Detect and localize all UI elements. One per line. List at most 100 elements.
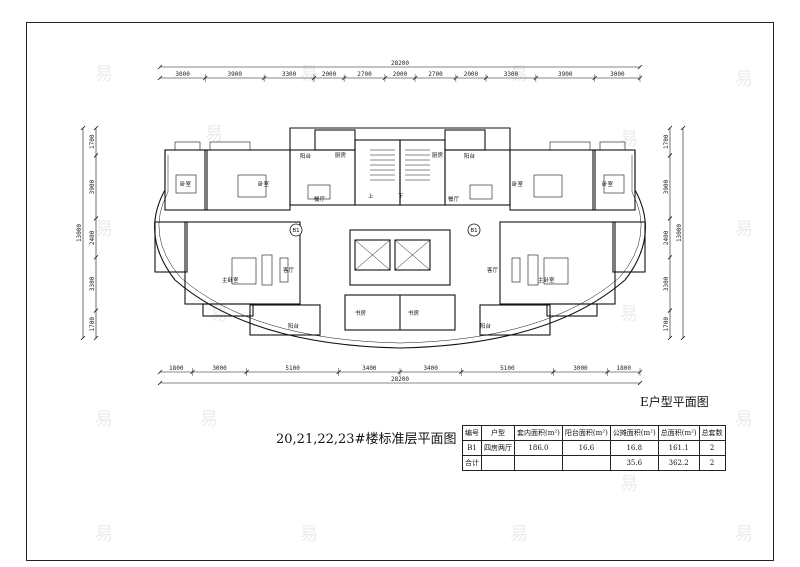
table-cell: 2 bbox=[698, 440, 726, 456]
table-row: 合计 35.6 362.2 2 bbox=[462, 455, 726, 471]
dim-label: 3400 bbox=[423, 365, 438, 372]
dim-label: 1700 bbox=[663, 134, 670, 149]
room-balcony-right: 阳台 bbox=[464, 152, 476, 160]
dim-total-label: 28200 bbox=[391, 376, 409, 383]
plan-title: 20,21,22,23#楼标准层平面图 bbox=[276, 432, 457, 447]
dim-label: 3400 bbox=[362, 365, 377, 372]
dim-tick bbox=[667, 125, 673, 131]
room-balcony-left: 阳台 bbox=[300, 152, 312, 160]
watermark-glyph: 易 bbox=[735, 69, 753, 90]
dim-tick bbox=[680, 125, 686, 131]
room-balcony-bottom-right: 阳台 bbox=[480, 322, 492, 330]
dim-tick bbox=[93, 254, 99, 260]
room-living-right: 客厅 bbox=[487, 266, 499, 274]
dim-tick bbox=[80, 335, 86, 341]
dim-label: 2000 bbox=[464, 71, 479, 78]
dim-tick bbox=[667, 335, 673, 341]
dim-label: 2400 bbox=[663, 230, 670, 245]
dim-tick bbox=[667, 216, 673, 221]
dim-label: 2000 bbox=[393, 71, 408, 78]
table-cell bbox=[481, 455, 515, 471]
watermark-glyph: 易 bbox=[735, 409, 753, 430]
dim-tick bbox=[93, 308, 99, 313]
table-header-cell: 套内面积(m²) bbox=[514, 425, 563, 441]
table-cell: 16.6 bbox=[561, 440, 611, 456]
table-cell: 四房两厅 bbox=[481, 440, 515, 456]
dim-label: 5100 bbox=[285, 365, 300, 372]
axis-marker-right: B1 bbox=[467, 223, 481, 237]
dim-label: 3000 bbox=[610, 71, 625, 78]
table-cell bbox=[561, 455, 611, 471]
watermark-glyph: 易 bbox=[300, 524, 318, 545]
dim-tick bbox=[93, 153, 99, 158]
dim-tick bbox=[93, 216, 99, 221]
table-cell: 合计 bbox=[462, 455, 482, 471]
watermark-glyph: 易 bbox=[300, 64, 318, 85]
dim-label: 1700 bbox=[89, 134, 96, 149]
room-bedroom-right: 卧室 bbox=[512, 180, 524, 188]
table-header-row: 编号 户型 套内面积(m²) 阳台面积(m²) 公摊面积(m²) 总面积(m²)… bbox=[462, 425, 726, 441]
room-kitchen-right: 厨房 bbox=[432, 151, 444, 159]
dim-label: 3900 bbox=[227, 71, 242, 78]
watermark-glyph: 易 bbox=[200, 409, 218, 430]
dim-label: 2700 bbox=[428, 71, 443, 78]
watermark-glyph: 易 bbox=[620, 304, 638, 325]
table-cell: 186.0 bbox=[514, 440, 563, 456]
watermark-glyph: 易 bbox=[210, 304, 228, 325]
axis-marker-left: B1 bbox=[289, 223, 303, 237]
dim-label: 3900 bbox=[663, 179, 670, 194]
dim-label: 1800 bbox=[617, 365, 632, 372]
room-bedroom-left-2: 卧室 bbox=[258, 180, 270, 188]
area-table: 编号 户型 套内面积(m²) 阳台面积(m²) 公摊面积(m²) 总面积(m²)… bbox=[462, 425, 726, 471]
drawing-frame bbox=[26, 22, 774, 561]
dim-label: 3000 bbox=[573, 365, 588, 372]
dim-tick bbox=[637, 380, 643, 386]
watermark-glyph: 易 bbox=[95, 524, 113, 545]
watermark-glyph: 易 bbox=[95, 409, 113, 430]
dim-tick bbox=[667, 153, 673, 158]
table-header-cell: 公摊面积(m²) bbox=[609, 425, 659, 441]
table-header-cell: 阳台面积(m²) bbox=[561, 425, 611, 441]
dim-label: 3300 bbox=[663, 276, 670, 291]
table-header-cell: 总套数 bbox=[698, 425, 726, 441]
watermark-glyph: 易 bbox=[205, 124, 223, 145]
room-master-bedroom-left: 主卧室 bbox=[222, 276, 239, 284]
dim-label: 1700 bbox=[663, 317, 670, 332]
table-header-cell: 总面积(m²) bbox=[657, 425, 700, 441]
dim-total-label: 28200 bbox=[391, 60, 409, 67]
dim-tick bbox=[157, 380, 163, 386]
dim-label: 1700 bbox=[89, 317, 96, 332]
dim-tick bbox=[93, 125, 99, 131]
table-header-cell: 编号 bbox=[462, 425, 482, 441]
axis-marker-label: B1 bbox=[292, 228, 299, 234]
dim-tick bbox=[157, 75, 163, 81]
dim-label: 2700 bbox=[357, 71, 372, 78]
watermark-glyph: 易 bbox=[510, 524, 528, 545]
dim-total-label: 13000 bbox=[676, 224, 683, 242]
room-labels: 厨房 厨房 阳台 阳台 卧室 卧室 卧室 卧室 餐厅 餐厅 上 下 主卧室 主卧… bbox=[180, 151, 614, 330]
unit-type-title: E户型平面图 bbox=[640, 395, 709, 409]
dim-label: 3300 bbox=[89, 276, 96, 291]
watermark-glyph: 易 bbox=[95, 219, 113, 240]
room-study-left: 书房 bbox=[355, 309, 367, 317]
dim-tick bbox=[667, 308, 673, 313]
right-dimensions: 13000 1700 3900 2400 3300 1700 bbox=[663, 125, 686, 341]
dim-label: 3900 bbox=[89, 179, 96, 194]
dim-tick bbox=[157, 64, 163, 70]
dim-label: 1800 bbox=[169, 365, 184, 372]
room-dining-left: 餐厅 bbox=[314, 195, 326, 203]
watermark-glyph: 易 bbox=[735, 524, 753, 545]
dim-label: 3000 bbox=[175, 71, 190, 78]
table-header-cell: 户型 bbox=[481, 425, 515, 441]
room-bedroom-right-2: 卧室 bbox=[602, 180, 614, 188]
table-cell: B1 bbox=[462, 440, 482, 456]
dim-tick bbox=[667, 254, 673, 260]
table-cell bbox=[514, 455, 563, 471]
room-study-right: 书房 bbox=[408, 309, 420, 317]
table-cell: 161.1 bbox=[657, 440, 700, 456]
room-balcony-bottom-left: 阳台 bbox=[288, 322, 300, 330]
